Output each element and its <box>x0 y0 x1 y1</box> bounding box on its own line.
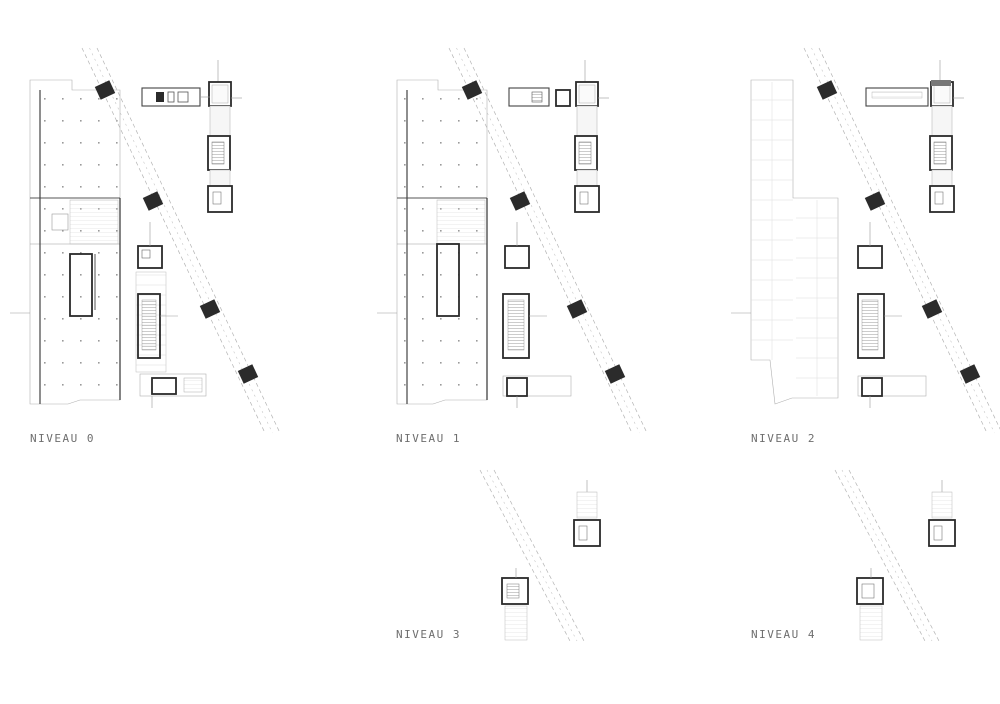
plan-niveau-0 <box>10 47 281 434</box>
level-label-niveau-2: NIVEAU 2 <box>751 432 816 445</box>
level-label-niveau-0: NIVEAU 0 <box>30 432 95 445</box>
level-label-niveau-4: NIVEAU 4 <box>751 628 816 641</box>
level-label-niveau-1: NIVEAU 1 <box>396 432 461 445</box>
plan-niveau-2 <box>731 47 1000 434</box>
plan-niveau-1 <box>377 47 648 434</box>
plan-niveau-3 <box>479 469 601 642</box>
plan-niveau-4 <box>834 469 956 642</box>
level-label-niveau-3: NIVEAU 3 <box>396 628 461 641</box>
